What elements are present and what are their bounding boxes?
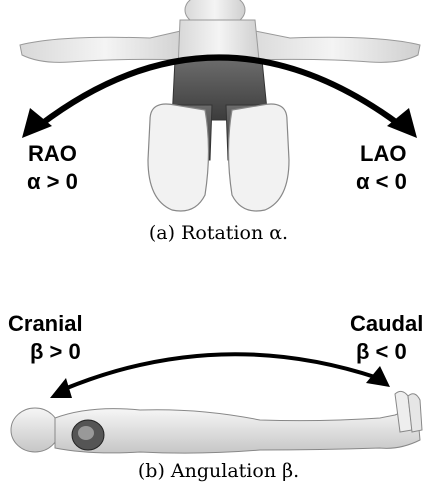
patient-figure-side	[11, 391, 422, 453]
caption-angulation: (b) Angulation β.	[0, 460, 437, 482]
arrow-head-right	[387, 108, 417, 138]
lao-condition: α < 0	[356, 170, 407, 194]
rotation-illustration	[0, 0, 437, 250]
rao-condition: α > 0	[27, 170, 78, 194]
angulation-arc-arrow	[62, 354, 378, 390]
panel-angulation: Cranial β > 0 Caudal β < 0 (b) Angulatio…	[0, 290, 437, 495]
cranial-label: Cranial	[8, 312, 83, 336]
rao-label: RAO	[28, 142, 77, 166]
cranial-condition: β > 0	[30, 340, 81, 364]
caption-rotation: (a) Rotation α.	[0, 222, 437, 244]
panel-rotation: RAO α > 0 LAO α < 0 (a) Rotation α.	[0, 0, 437, 250]
caudal-condition: β < 0	[356, 340, 407, 364]
caudal-label: Caudal	[350, 312, 423, 336]
lao-label: LAO	[360, 142, 406, 166]
arrow-head-left	[50, 378, 72, 398]
arrow-head-left	[22, 108, 52, 138]
